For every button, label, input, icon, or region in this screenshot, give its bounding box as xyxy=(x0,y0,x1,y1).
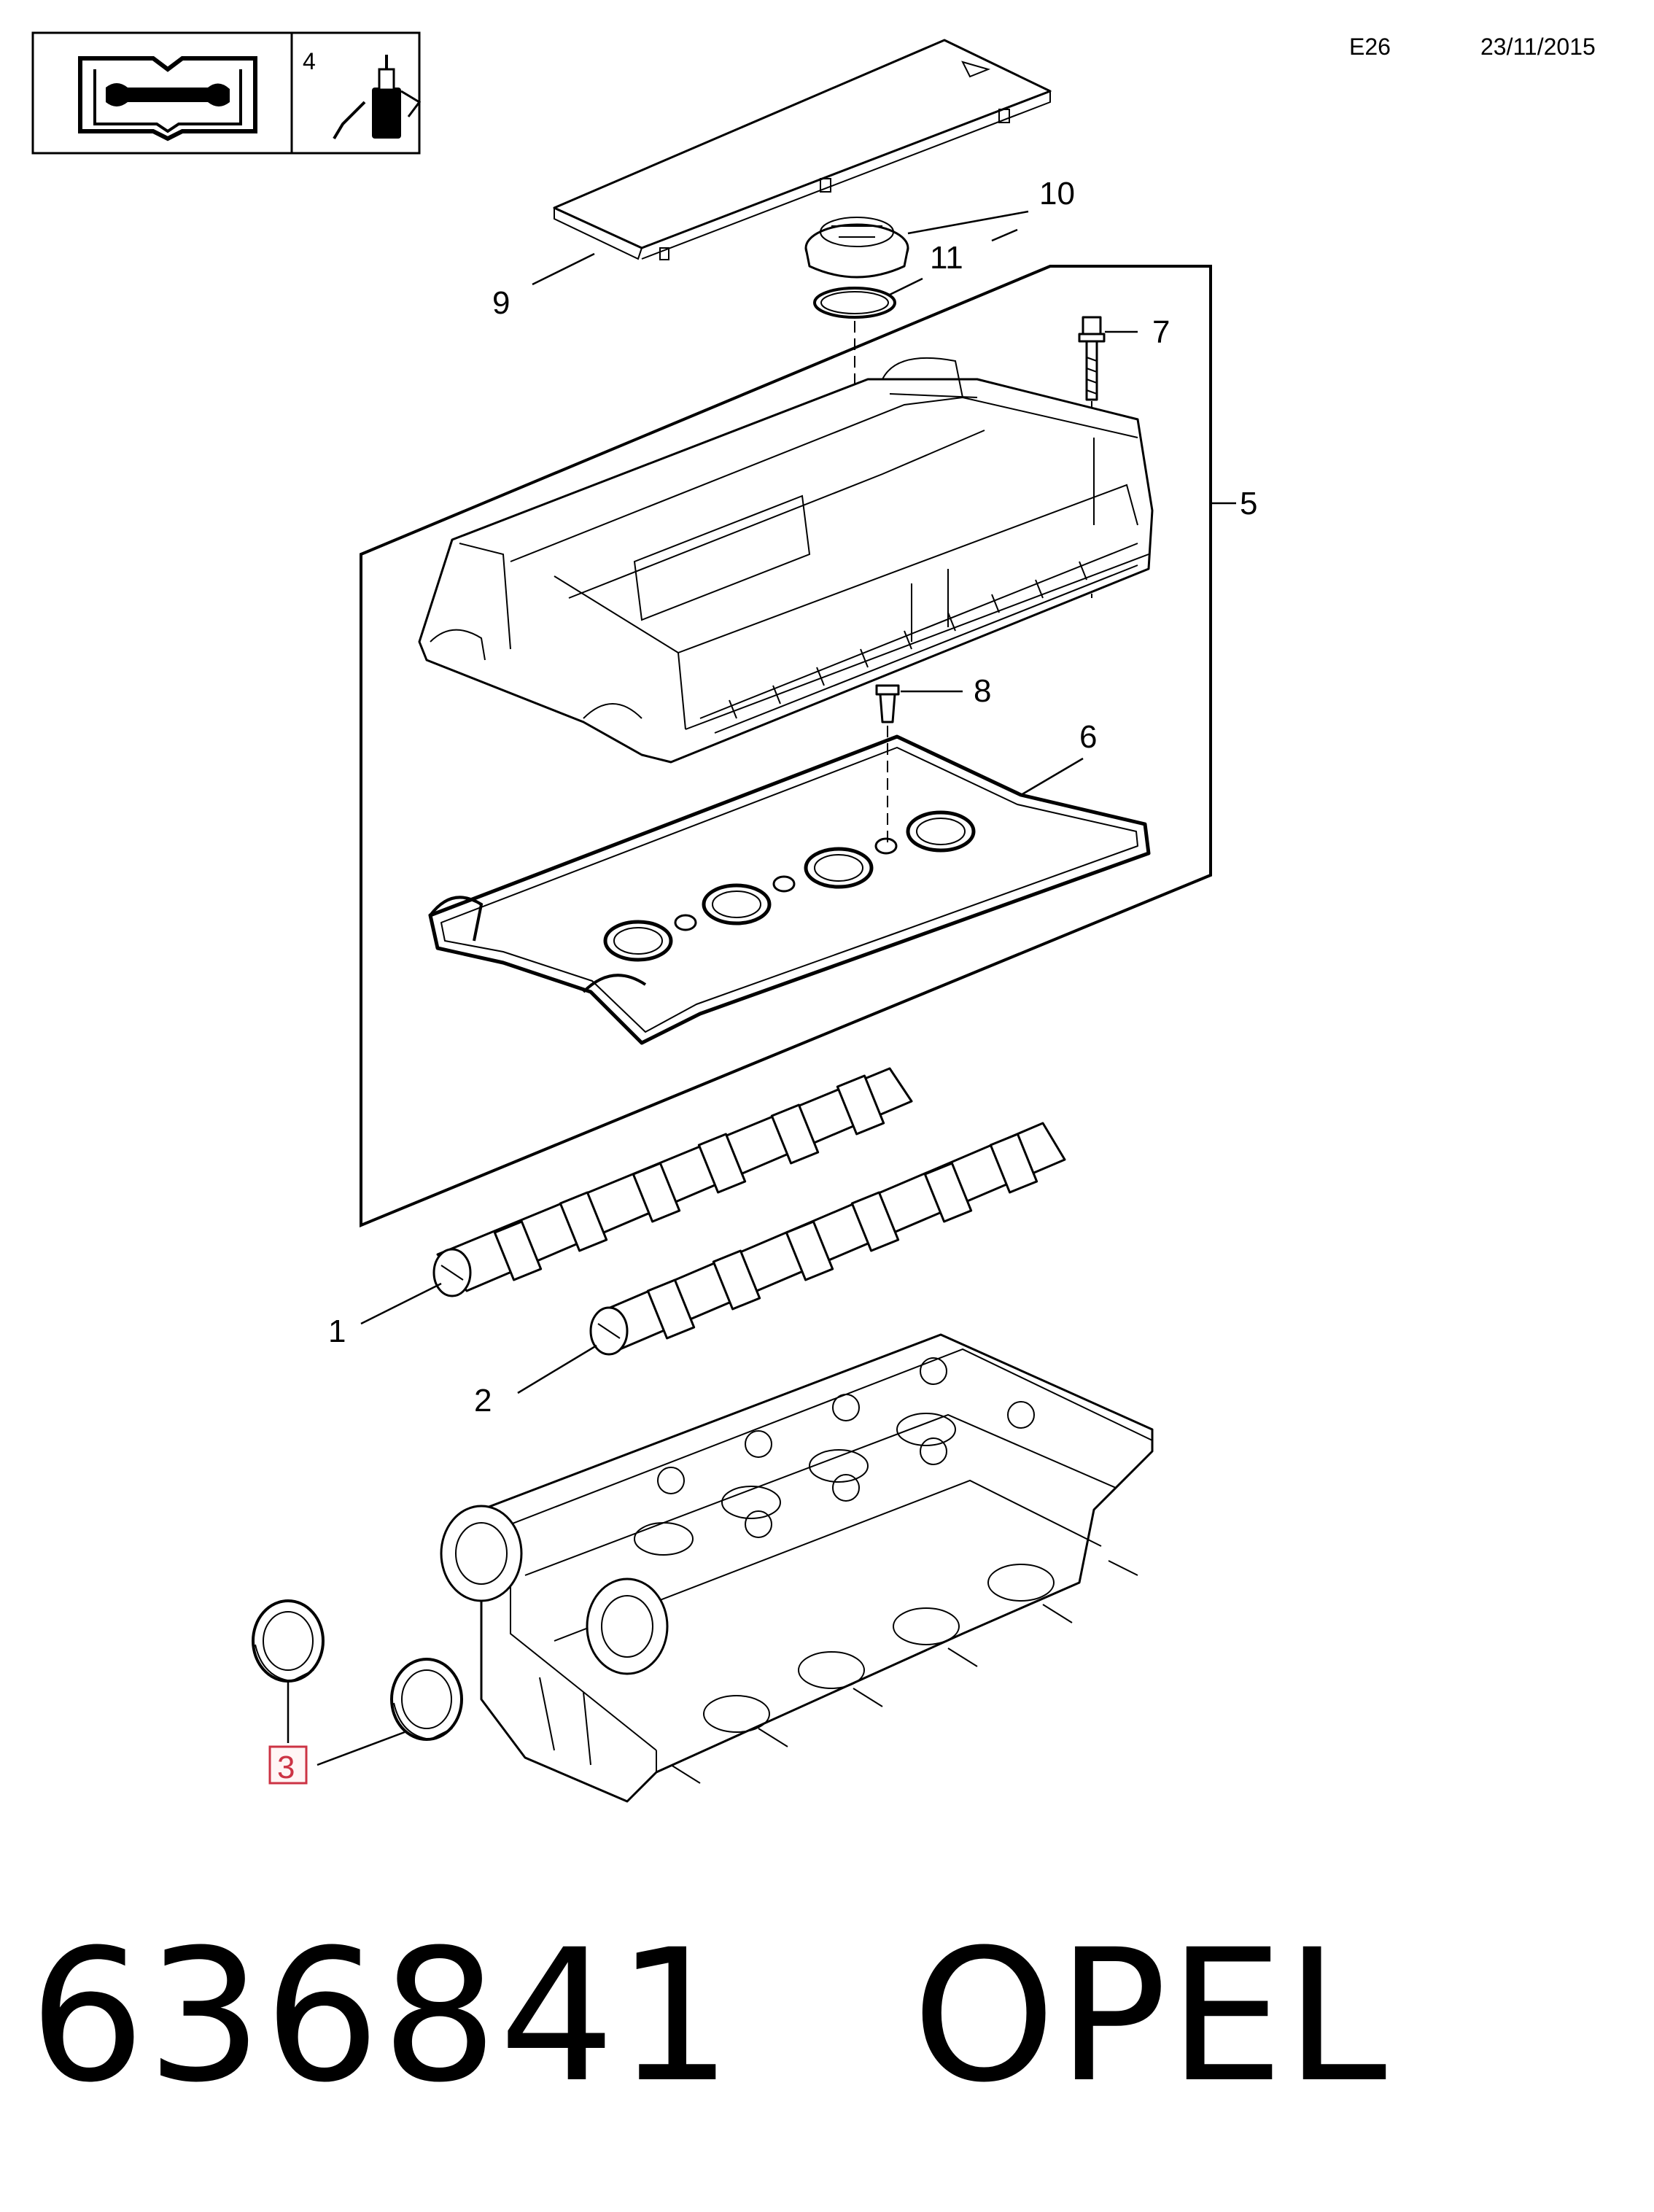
cylinder-head xyxy=(440,1333,1154,1803)
callout-10: 10 xyxy=(1039,176,1075,212)
engine-cover-plate xyxy=(553,39,1052,260)
sealant-bottle-icon xyxy=(333,55,422,140)
legend-box: 4 xyxy=(31,31,422,155)
callout-2: 2 xyxy=(474,1383,492,1419)
leader-lines xyxy=(287,210,1236,1766)
oil-filler-cap xyxy=(804,217,909,279)
callout-3-highlight: 3 xyxy=(268,1745,308,1785)
callout-5: 5 xyxy=(1240,486,1257,521)
cover-bolt xyxy=(1078,316,1106,401)
callout-8: 8 xyxy=(974,673,991,709)
seal-ring-left xyxy=(252,1599,325,1683)
cap-o-ring xyxy=(813,287,896,319)
callout-6: 6 xyxy=(1079,719,1097,755)
callout-3: 3 xyxy=(277,1750,295,1785)
diagram-code: E26 xyxy=(1349,34,1391,60)
brand-name: OPEL xyxy=(912,1910,1389,2122)
manual-book-wrench-icon xyxy=(78,56,257,141)
callout-7: 7 xyxy=(1152,314,1170,350)
camshaft-cover xyxy=(418,357,1154,764)
camshaft-1 xyxy=(432,1067,913,1297)
group-box-5 xyxy=(360,265,1212,1227)
diagram-date: 23/11/2015 xyxy=(1480,34,1596,60)
camshaft-2 xyxy=(589,1122,1066,1356)
seal-ring-right xyxy=(390,1658,463,1741)
spark-plug-seal xyxy=(875,684,900,723)
callout-1: 1 xyxy=(328,1313,346,1349)
part-caption: 636841 OPEL xyxy=(29,1925,1389,2108)
callout-11: 11 xyxy=(930,240,963,276)
cover-gasket xyxy=(428,734,1151,1045)
callout-9: 9 xyxy=(492,285,510,321)
legend-item-number: 4 xyxy=(303,48,316,74)
part-number: 636841 xyxy=(29,1910,734,2122)
